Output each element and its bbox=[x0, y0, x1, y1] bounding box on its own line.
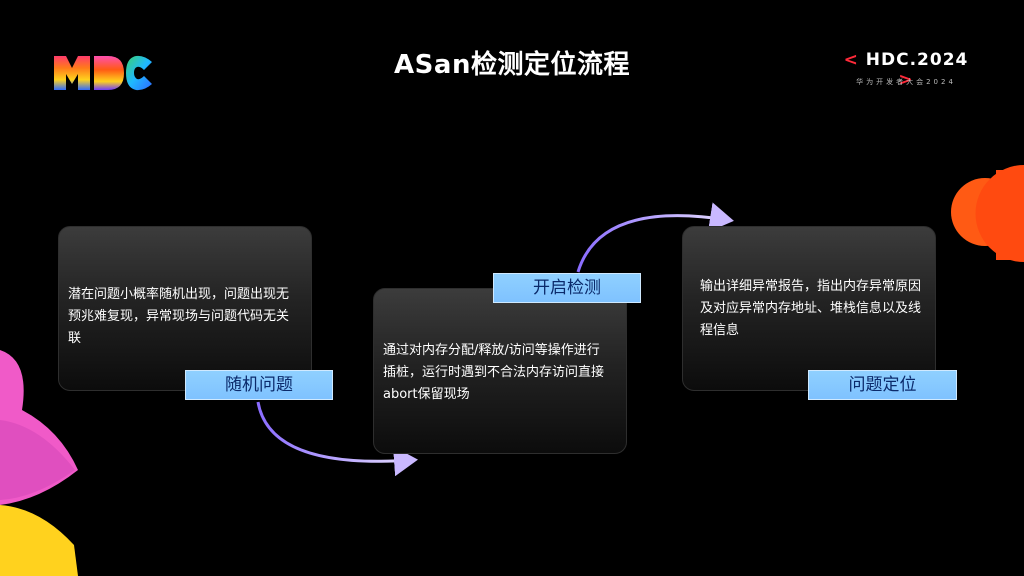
badge-main: < HDC.2024 > bbox=[836, 50, 976, 90]
arrow-step2-to-step3 bbox=[576, 202, 734, 273]
hdc-logo bbox=[54, 55, 152, 91]
step-1-label: 随机问题 bbox=[185, 370, 333, 400]
step-3-text: 输出详细异常报告，指出内存异常原因及对应异常内存地址、堆栈信息以及线程信息 bbox=[700, 279, 922, 338]
badge-text: HDC.2024 bbox=[865, 50, 969, 70]
page-title: ASan检测定位流程 bbox=[394, 50, 630, 80]
arrow-step1-to-step2 bbox=[256, 401, 418, 477]
step-1-text: 潜在问题小概率随机出现，问题出现无预兆难复现，异常现场与问题代码无关联 bbox=[68, 287, 290, 346]
step-card-1 bbox=[58, 226, 312, 391]
badge-subtitle: 华为开发者大会2024 bbox=[856, 78, 956, 86]
step-3-label: 问题定位 bbox=[808, 370, 957, 400]
step-card-2 bbox=[373, 288, 627, 454]
step-2-text: 通过对内存分配/释放/访问等操作进行插桩，运行时遇到不合法内存访问直接abort… bbox=[383, 343, 605, 402]
step-2-label: 开启检测 bbox=[493, 273, 641, 303]
badge-bracket-right: > bbox=[898, 70, 914, 90]
badge-bracket-left: < bbox=[843, 50, 859, 70]
hdc-2024-badge: < HDC.2024 > 华为开发者大会2024 bbox=[836, 50, 976, 90]
